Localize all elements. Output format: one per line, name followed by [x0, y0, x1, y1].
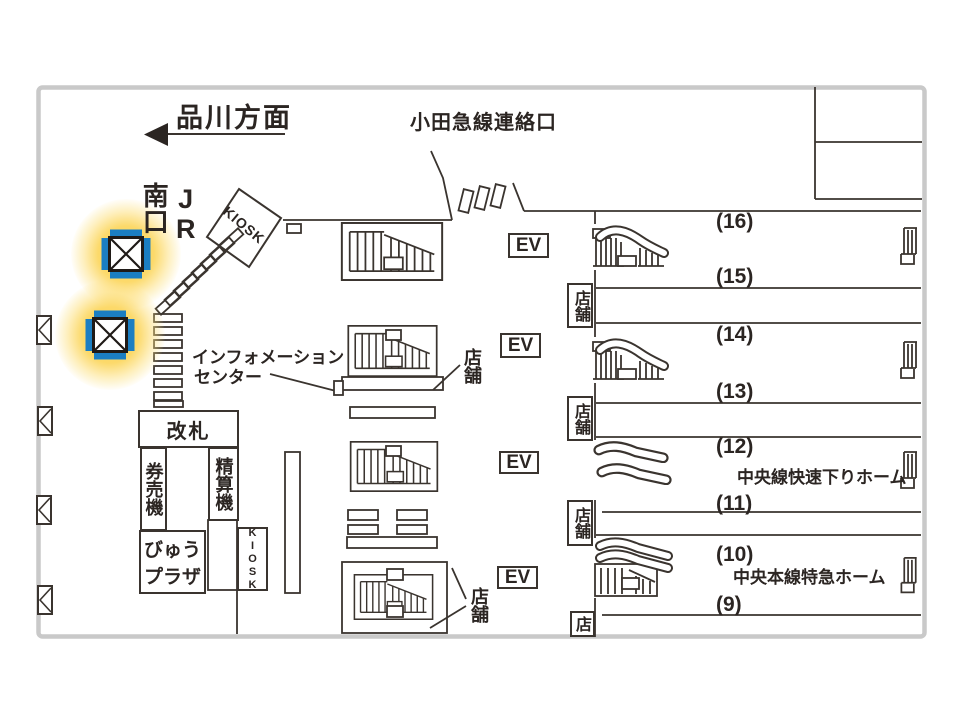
stairs-block-3 [349, 441, 439, 492]
ticket-gate-box: 改札 [138, 410, 239, 448]
direction-arrow-icon [144, 123, 285, 146]
kiosk-diamond [205, 187, 283, 269]
kiosk-stand-box: KIOSK [237, 527, 268, 592]
shop-label-mid: 店舗 [462, 348, 482, 384]
shop-label-bottom: 店舗 [469, 587, 489, 623]
platform-number-13: (13) [716, 380, 754, 403]
platform-number-12: (12) [716, 435, 754, 458]
top-right-room [814, 87, 922, 200]
platform-number-10: (10) [716, 543, 754, 566]
concourse-structures [207, 451, 301, 634]
escalator-icon-12-11 [592, 440, 666, 500]
information-label-line2: センター [194, 368, 262, 387]
escalator-icon-14-13 [590, 337, 670, 383]
jr-label: JR [170, 184, 201, 244]
highlighted-sign-icon-1 [101, 229, 151, 279]
stairs-block-1 [340, 222, 444, 281]
shop-box-2: 店舗 [567, 396, 593, 441]
platform-number-14: (14) [716, 323, 754, 346]
information-pointer [269, 373, 344, 396]
elevator-box-1: EV [508, 233, 549, 258]
odakyu-passage-hatch [457, 183, 507, 214]
platform-number-15: (15) [716, 265, 754, 288]
platform-number-9: (9) [716, 593, 742, 616]
elevator-box-2: EV [500, 333, 541, 358]
shop-box-1: 店舗 [567, 283, 593, 328]
shop-box-4: 店舗 [570, 611, 595, 637]
chuo-rapid-label: 中央線快速下りホーム [737, 468, 907, 487]
direction-label: 品川方面 [176, 103, 292, 133]
ticket-machine-box: 券売機 [140, 447, 167, 531]
odakyu-connection-label: 小田急線連絡口 [410, 112, 557, 134]
stairs-block-4 [341, 561, 448, 634]
platform-number-16: (16) [716, 210, 754, 233]
elevator-box-4: EV [497, 566, 538, 589]
fare-adjustment-box: 精算機 [208, 447, 239, 521]
map-frame [36, 85, 927, 639]
view-plaza-line1: びゅう [143, 540, 201, 561]
escalator-icon-10-9 [592, 538, 676, 598]
escalator-icon-16-15 [590, 224, 670, 270]
view-plaza-line2: プラザ [143, 567, 201, 588]
kiosk-stands [346, 509, 438, 549]
shop-pointer-mid [432, 364, 461, 391]
stairs-block-2 [341, 325, 444, 419]
highlighted-sign-icon-2 [85, 310, 135, 360]
shop-box-3: 店舗 [567, 500, 593, 546]
information-label-line1: インフォメーション [192, 348, 345, 367]
shop-pointer-bottom [429, 567, 467, 629]
concourse-walls [283, 150, 921, 234]
elevator-box-3: EV [499, 451, 539, 474]
stairs-small-right [898, 226, 922, 599]
platform-number-11: (11) [716, 492, 753, 515]
south-exit-label: 南口 [139, 182, 170, 234]
chuo-express-label: 中央本線特急ホーム [733, 568, 886, 587]
